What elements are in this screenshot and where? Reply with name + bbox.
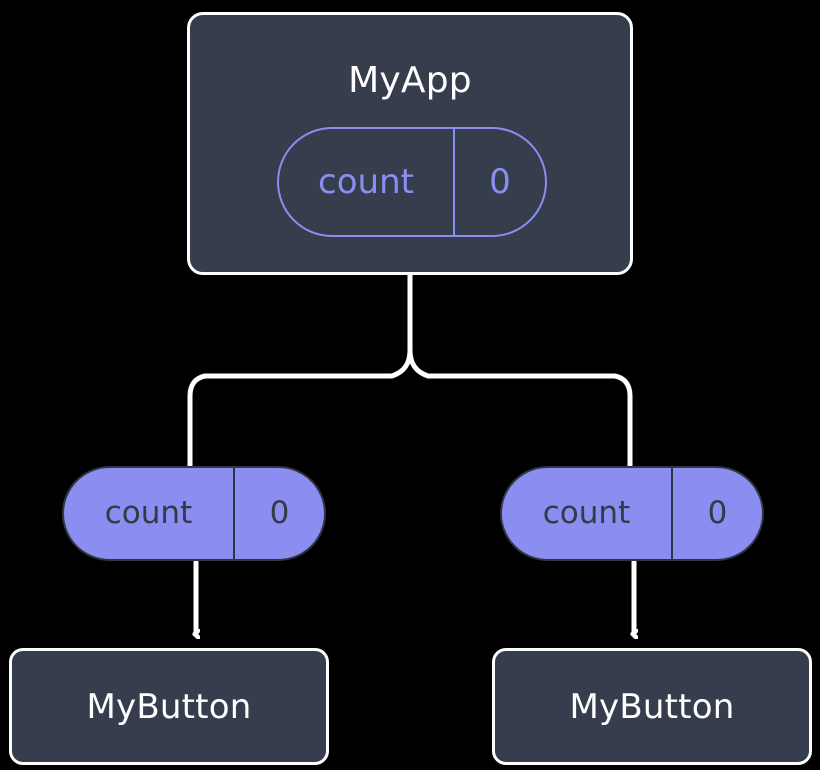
edge-root-to-right-prop xyxy=(407,272,633,469)
prop-pill-right-value: 0 xyxy=(671,468,762,559)
prop-pill-left[interactable]: count 0 xyxy=(62,466,326,561)
component-node-mybutton-left[interactable]: MyButton xyxy=(9,648,329,765)
prop-pill-left-key: count xyxy=(104,495,193,531)
component-label-mybutton-left: MyButton xyxy=(86,686,252,727)
prop-pill-right-key: count xyxy=(542,495,631,531)
component-label-mybutton-right: MyButton xyxy=(569,686,735,727)
state-pill-root-value: 0 xyxy=(453,129,545,235)
state-pill-root-key: count xyxy=(318,162,414,202)
edge-root-to-left-prop xyxy=(187,272,413,469)
prop-pill-left-value: 0 xyxy=(233,468,324,559)
component-node-mybutton-right[interactable]: MyButton xyxy=(492,648,812,765)
prop-pill-right[interactable]: count 0 xyxy=(500,466,764,561)
state-pill-root[interactable]: count 0 xyxy=(277,127,547,237)
component-label-myapp: MyApp xyxy=(348,60,472,101)
